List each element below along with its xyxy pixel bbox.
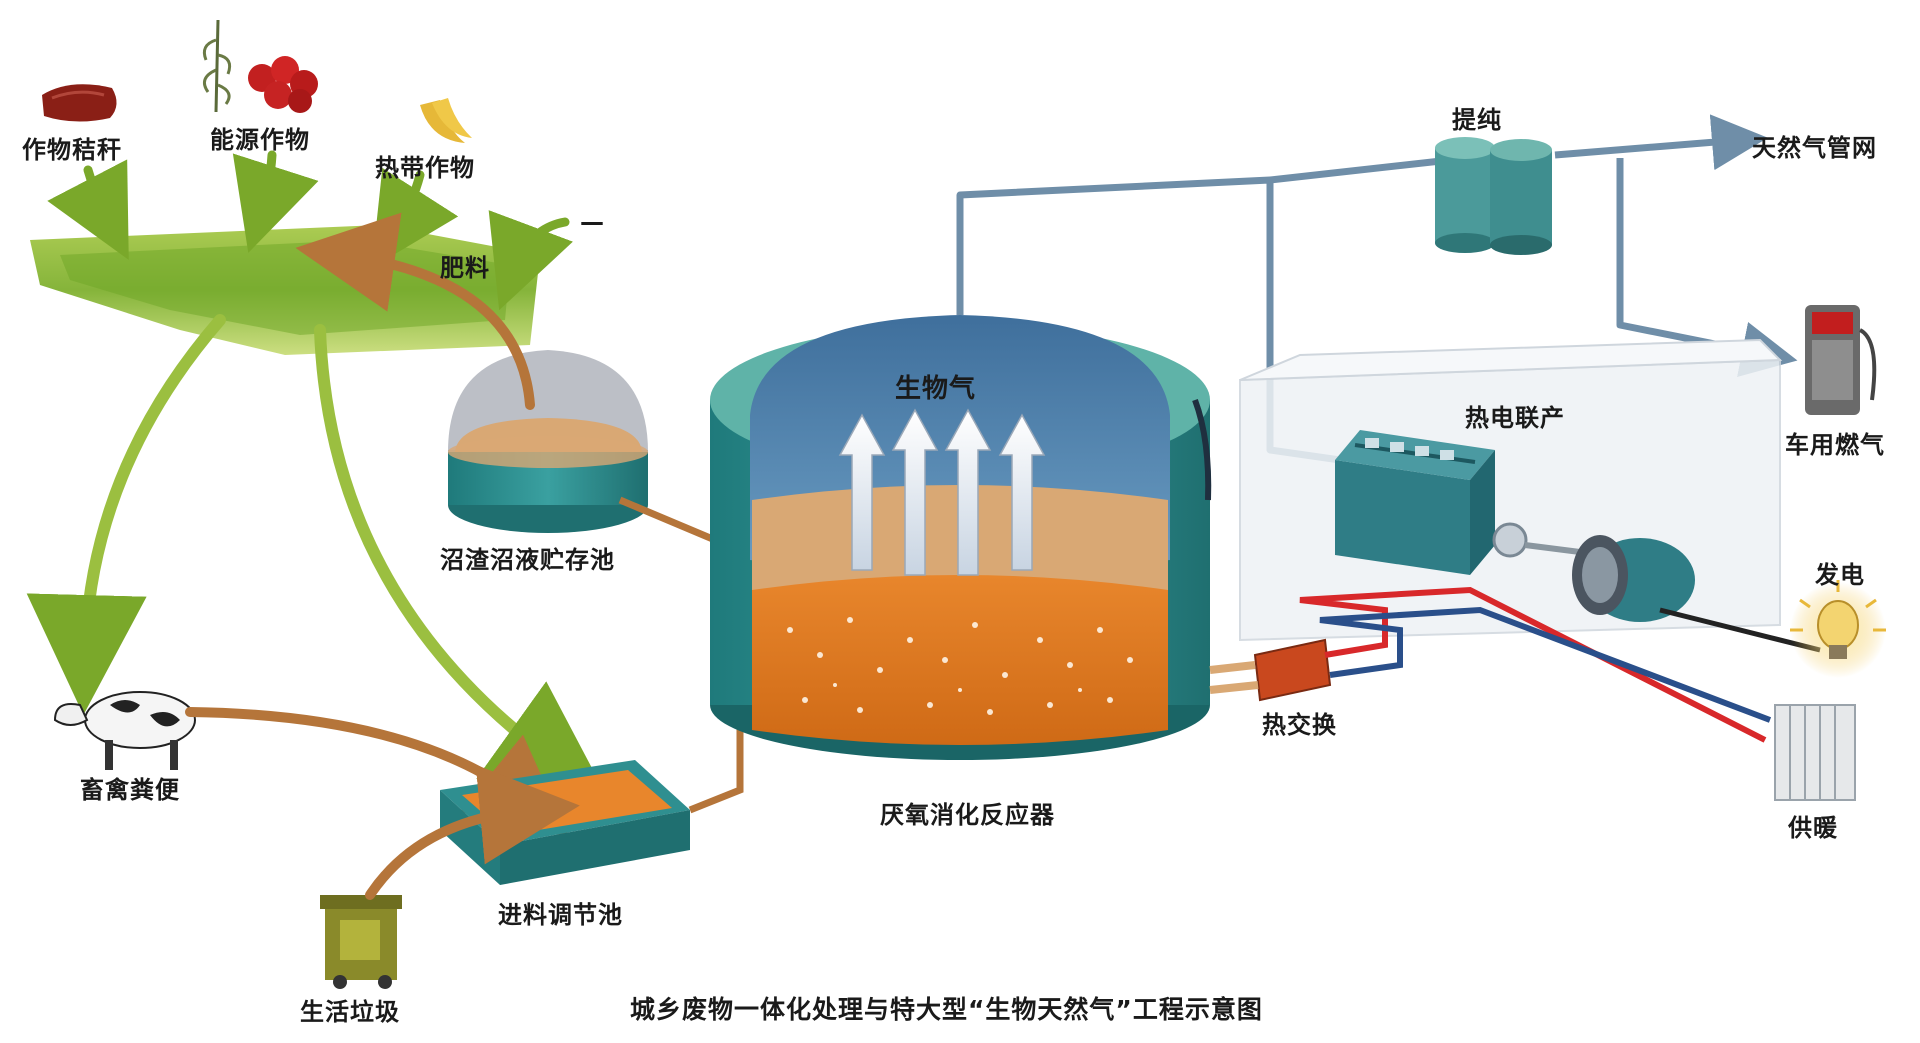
label-heating: 供暖 — [1788, 814, 1838, 842]
biogas-arrows — [838, 408, 1046, 576]
label-straw: 作物秸秆 — [22, 136, 122, 164]
cow-icon — [53, 691, 196, 770]
trash-bin-icon — [320, 895, 402, 989]
label-purify: 提纯 — [1452, 106, 1502, 134]
label-dash: — — [580, 208, 605, 236]
label-energy-crops: 能源作物 — [210, 126, 310, 154]
crop-plant-icon — [202, 19, 232, 113]
label-fertilizer: 肥料 — [440, 254, 490, 282]
storage-tank — [448, 350, 648, 533]
garbage-arrow — [365, 764, 580, 900]
label-manure: 畜禽粪便 — [80, 776, 180, 804]
label-garbage: 生活垃圾 — [300, 998, 400, 1026]
power-unit-box — [1239, 338, 1783, 642]
label-electricity: 发电 — [1815, 561, 1865, 589]
label-power-unit: 热电联产 — [1465, 404, 1565, 432]
label-vehicle-gas: 车用燃气 — [1785, 431, 1885, 459]
feed-pipe — [688, 720, 744, 814]
engine-unit — [1335, 430, 1581, 575]
digester-bubbles — [787, 617, 1133, 715]
label-heat-exchange: 热交换 — [1262, 711, 1337, 739]
label-storage-tank: 沼渣沼液贮存池 — [440, 546, 615, 574]
label-tropical-crops: 热带作物 — [375, 154, 475, 182]
generator-unit — [1572, 535, 1695, 622]
label-gas-grid: 天然气管网 — [1752, 134, 1877, 162]
purifier-tanks — [1435, 137, 1552, 255]
banana-icon — [420, 98, 472, 143]
heat-exchanger — [1209, 638, 1332, 702]
light-bulb-icon — [1790, 580, 1886, 678]
storage-pipe — [618, 496, 717, 544]
fruit-icon — [248, 56, 318, 113]
fertilizer-return-arrow — [295, 212, 535, 410]
fuel-pump-icon — [1805, 305, 1877, 415]
radiator-icon — [1774, 704, 1856, 801]
label-pre-tank: 进料调节池 — [498, 901, 623, 929]
steak-icon — [42, 84, 117, 122]
field-output-arrows — [26, 314, 609, 800]
diagram-caption: 城乡废物一体化处理与特大型“生物天然气”工程示意图 — [630, 995, 1263, 1024]
heat-lines — [1299, 586, 1772, 743]
label-digester: 厌氧消化反应器 — [880, 801, 1055, 829]
label-biogas: 生物气 — [895, 374, 977, 404]
